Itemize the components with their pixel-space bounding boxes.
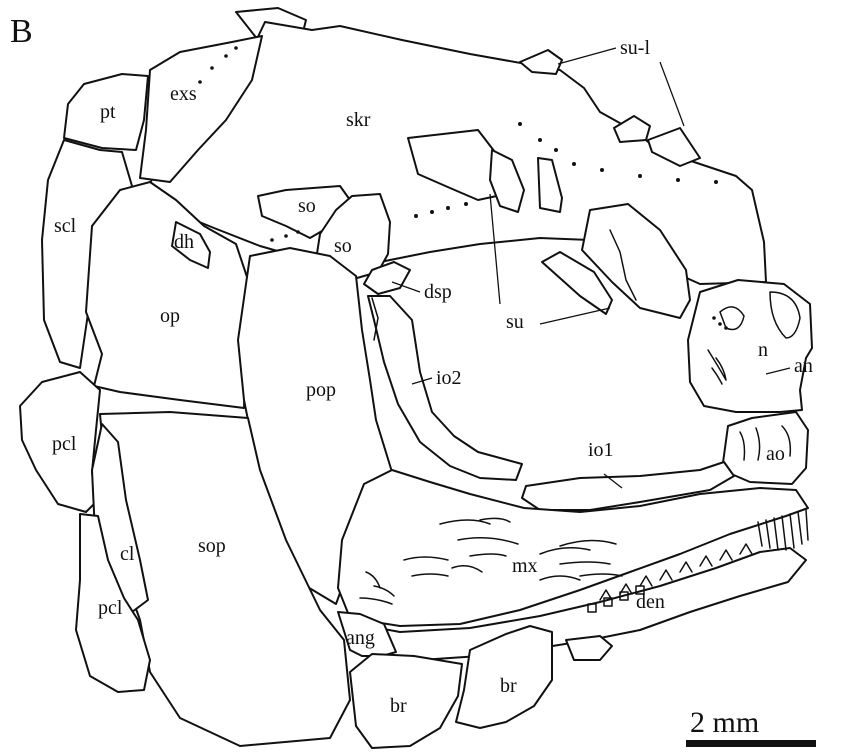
label-mx: mx (512, 555, 538, 577)
label-cl: cl (120, 543, 135, 565)
label-io2: io2 (436, 367, 462, 389)
label-pcl-2: pcl (98, 597, 123, 619)
bone-n (688, 280, 812, 412)
label-n: n (758, 339, 768, 361)
label-so-2: so (334, 235, 352, 257)
label-ao: ao (766, 443, 785, 465)
label-skr: skr (346, 109, 371, 131)
bone-outlines (20, 8, 812, 748)
label-sop: sop (198, 535, 226, 557)
bone-jaw-rear (566, 636, 612, 660)
label-pcl-1: pcl (52, 433, 77, 455)
label-pop: pop (306, 379, 336, 401)
label-br-1: br (390, 695, 407, 717)
scale-bar: 2 mm (686, 706, 816, 747)
bone-ao (722, 412, 808, 484)
label-su: su (506, 311, 524, 333)
label-br-2: br (500, 675, 517, 697)
label-ang: ang (346, 627, 375, 649)
label-dh: dh (174, 231, 194, 253)
scale-bar-line (686, 740, 816, 747)
label-pt: pt (100, 101, 116, 123)
bone-su-l-2 (614, 116, 650, 142)
label-su-l: su-l (620, 37, 650, 59)
label-so-1: so (298, 195, 316, 217)
label-an: an (794, 355, 813, 377)
label-scl: scl (54, 215, 77, 237)
label-dsp: dsp (424, 281, 452, 303)
label-exs: exs (170, 83, 197, 105)
label-den: den (636, 591, 665, 613)
panel-letter: B (10, 13, 33, 50)
label-io1: io1 (588, 439, 614, 461)
label-op: op (160, 305, 180, 327)
scale-bar-label: 2 mm (690, 706, 759, 739)
